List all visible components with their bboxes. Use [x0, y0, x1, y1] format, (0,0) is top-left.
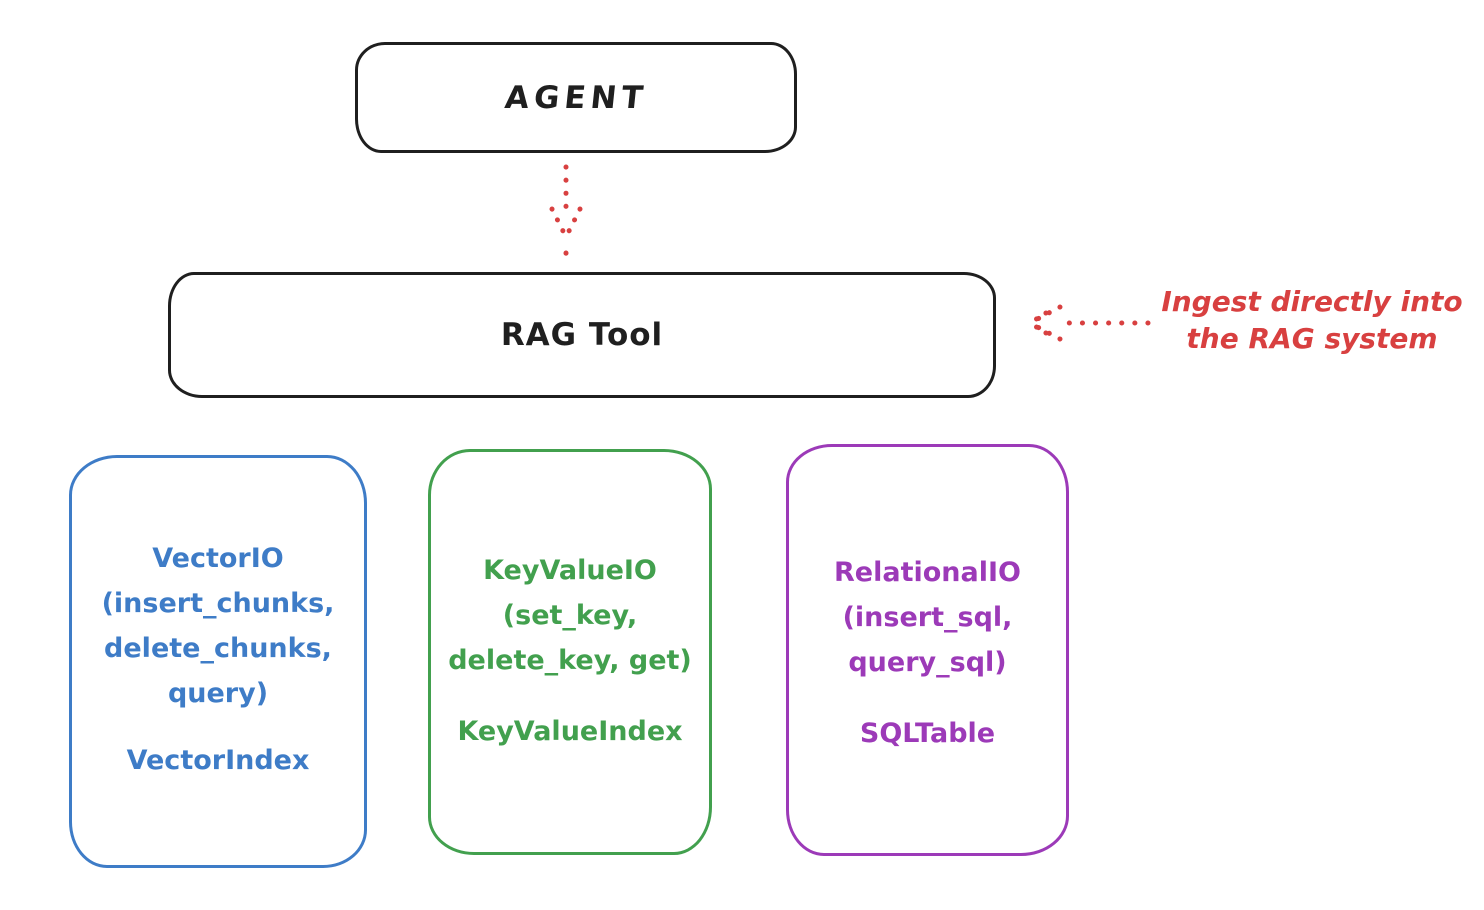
- vector-index-label: VectorIndex: [126, 745, 310, 776]
- vector-io-box: VectorIO (insert_chunks, delete_chunks, …: [69, 455, 367, 868]
- key-value-io-box: KeyValueIO (set_key, delete_key, get) Ke…: [428, 449, 712, 855]
- ingest-annotation-line1: Ingest directly into: [1161, 285, 1463, 318]
- vector-io-title: VectorIO: [152, 543, 284, 574]
- key-value-io-methods-line1: (set_key,: [502, 600, 638, 631]
- key-value-io-methods-line2: delete_key, get): [448, 645, 692, 676]
- vector-io-methods-line2: delete_chunks,: [104, 633, 332, 664]
- ingest-annotation-line2: the RAG system: [1186, 322, 1438, 355]
- agent-to-rag-tool-arrow: [549, 164, 583, 256]
- ingest-annotation: Ingest directly into the RAG system: [1140, 283, 1484, 357]
- agent-box: AGENT: [355, 42, 797, 153]
- agent-box-label: AGENT: [502, 79, 650, 116]
- relational-io-methods-line1: (insert_sql,: [842, 602, 1013, 633]
- vector-io-methods-line3: query): [167, 678, 269, 709]
- key-value-index-label: KeyValueIndex: [457, 716, 683, 747]
- key-value-io-title: KeyValueIO: [483, 555, 657, 586]
- relational-io-methods-line2: query_sql): [848, 647, 1007, 678]
- ingest-annotation-arrow: [1027, 304, 1151, 342]
- relational-io-box: RelationalIO (insert_sql, query_sql) SQL…: [786, 444, 1069, 856]
- vector-io-methods-line1: (insert_chunks,: [101, 588, 335, 619]
- rag-tool-box: RAG Tool: [168, 272, 996, 398]
- sql-table-label: SQLTable: [859, 718, 996, 749]
- rag-tool-box-label: RAG Tool: [500, 317, 664, 353]
- relational-io-title: RelationalIO: [834, 557, 1021, 588]
